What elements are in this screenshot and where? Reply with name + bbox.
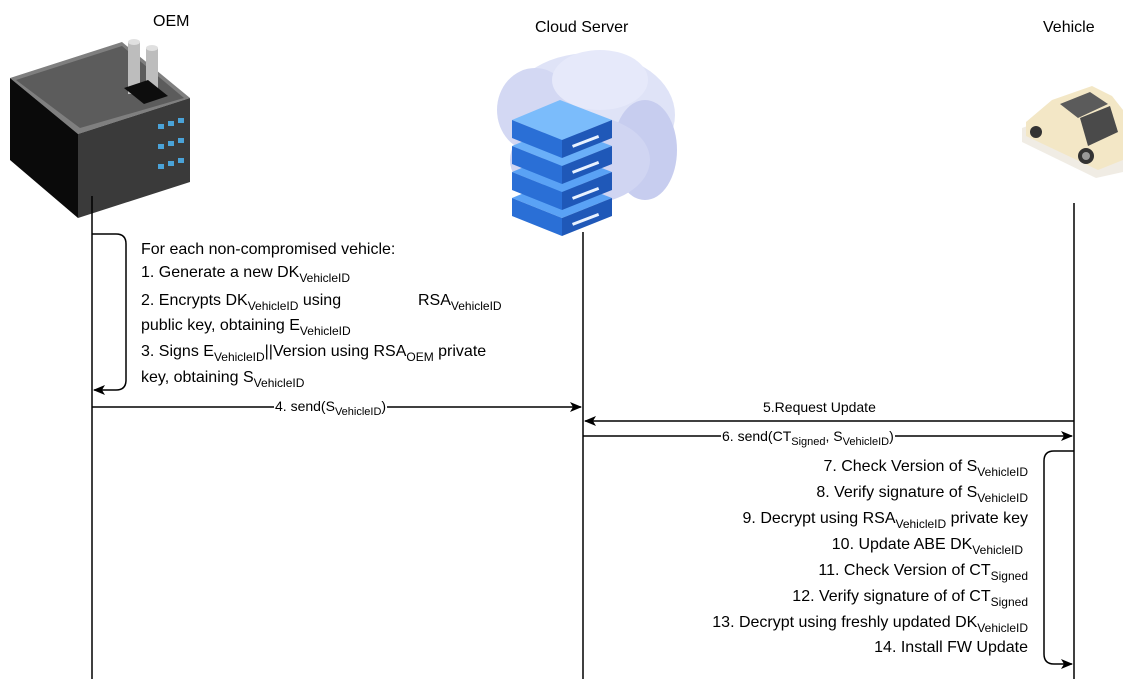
vehicle-step-13: 13. Decrypt using freshly updated DKVehi… <box>712 614 1028 635</box>
oem-step-intro: For each non-compromised vehicle: <box>141 241 396 258</box>
cloud-server-icon <box>497 50 677 236</box>
cloud-server-label: Cloud Server <box>535 19 629 36</box>
vehicle-step-7: 7. Check Version of SVehicleID <box>823 458 1028 479</box>
oem-step-3: 3. Signs EVehicleID||Version using RSAOE… <box>141 343 487 364</box>
oem-step-1: 1. Generate a new DKVehicleID <box>141 264 351 285</box>
oem-step-2-rsa: RSAVehicleID <box>418 292 502 313</box>
vehicle-step-11: 11. Check Version of CTSigned <box>818 562 1028 583</box>
vehicle-step-9: 9. Decrypt using RSAVehicleID private ke… <box>742 510 1028 531</box>
vehicle-step-8: 8. Verify signature of SVehicleID <box>816 484 1028 505</box>
factory-icon <box>10 39 190 218</box>
message-5-label: 5.Request Update <box>762 399 877 415</box>
oem-step-2: 2. Encrypts DKVehicleID using <box>141 292 342 313</box>
oem-step-3b: key, obtaining SVehicleID <box>141 369 305 390</box>
vehicle-label: Vehicle <box>1043 19 1095 36</box>
message-6-label: 6. send(CTSigned, SVehicleID) <box>721 428 895 448</box>
vehicle-step-12: 12. Verify signature of of CTSigned <box>792 588 1028 609</box>
vehicle-step-10: 10. Update ABE DKVehicleID <box>831 536 1023 557</box>
vehicle-self-loop <box>1043 450 1074 669</box>
message-4-label: 4. send(SVehicleID) <box>274 398 388 418</box>
oem-self-loop <box>92 233 127 395</box>
car-icon <box>1022 86 1123 178</box>
oem-label: OEM <box>153 13 190 30</box>
vehicle-step-14: 14. Install FW Update <box>874 639 1028 656</box>
oem-step-2b: public key, obtaining EVehicleID <box>141 317 351 338</box>
